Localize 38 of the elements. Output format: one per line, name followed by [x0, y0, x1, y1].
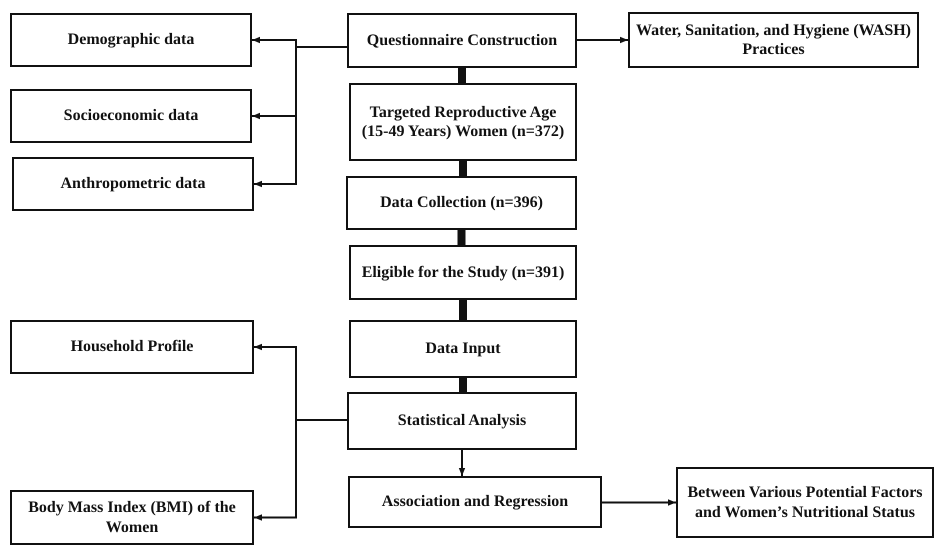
process-box	[10, 89, 252, 143]
box-label: Data Input	[425, 339, 501, 359]
box-label: Association and Regression	[382, 492, 568, 512]
box-label: Eligible for the Study (n=391)	[362, 262, 564, 282]
arrow	[254, 419, 347, 521]
process-box	[346, 176, 577, 230]
process-box	[349, 320, 577, 378]
process-box	[349, 245, 577, 300]
box-label: Demographic data	[68, 30, 194, 50]
box-label: Statistical Analysis	[398, 411, 526, 431]
process-box	[347, 13, 577, 68]
block-arrow	[459, 300, 467, 320]
block-arrow	[459, 378, 467, 392]
process-box	[10, 320, 254, 374]
box-label: Data Collection (n=396)	[380, 193, 543, 213]
process-box	[349, 83, 577, 161]
box-label: Targeted Reproductive Age (15-49 Years) Women (n=372)	[360, 102, 566, 142]
box-label: Socioeconomic data	[64, 106, 198, 126]
process-box	[628, 12, 919, 68]
block-arrow	[459, 161, 467, 176]
box-label: Body Mass Index (BMI) of the Women	[27, 498, 237, 537]
box-label: Water, Sanitation, and Hygiene (WASH) Practices	[636, 20, 911, 60]
block-arrow	[458, 68, 466, 83]
arrow	[577, 36, 628, 44]
arrow	[602, 499, 676, 506]
block-arrow	[458, 230, 466, 245]
arrow	[254, 46, 347, 188]
box-label: Questionnaire Construction	[366, 30, 558, 50]
process-box	[348, 476, 602, 528]
arrow	[458, 450, 466, 476]
process-box	[347, 392, 577, 450]
box-label: Anthropometric data	[60, 174, 206, 194]
box-label: Between Various Potential Factors and Women’s Nutritional Status	[686, 483, 924, 522]
process-box	[12, 157, 254, 211]
process-box	[10, 13, 252, 67]
process-box	[10, 490, 254, 545]
box-label: Household Profile	[70, 337, 194, 357]
process-box	[676, 467, 934, 538]
